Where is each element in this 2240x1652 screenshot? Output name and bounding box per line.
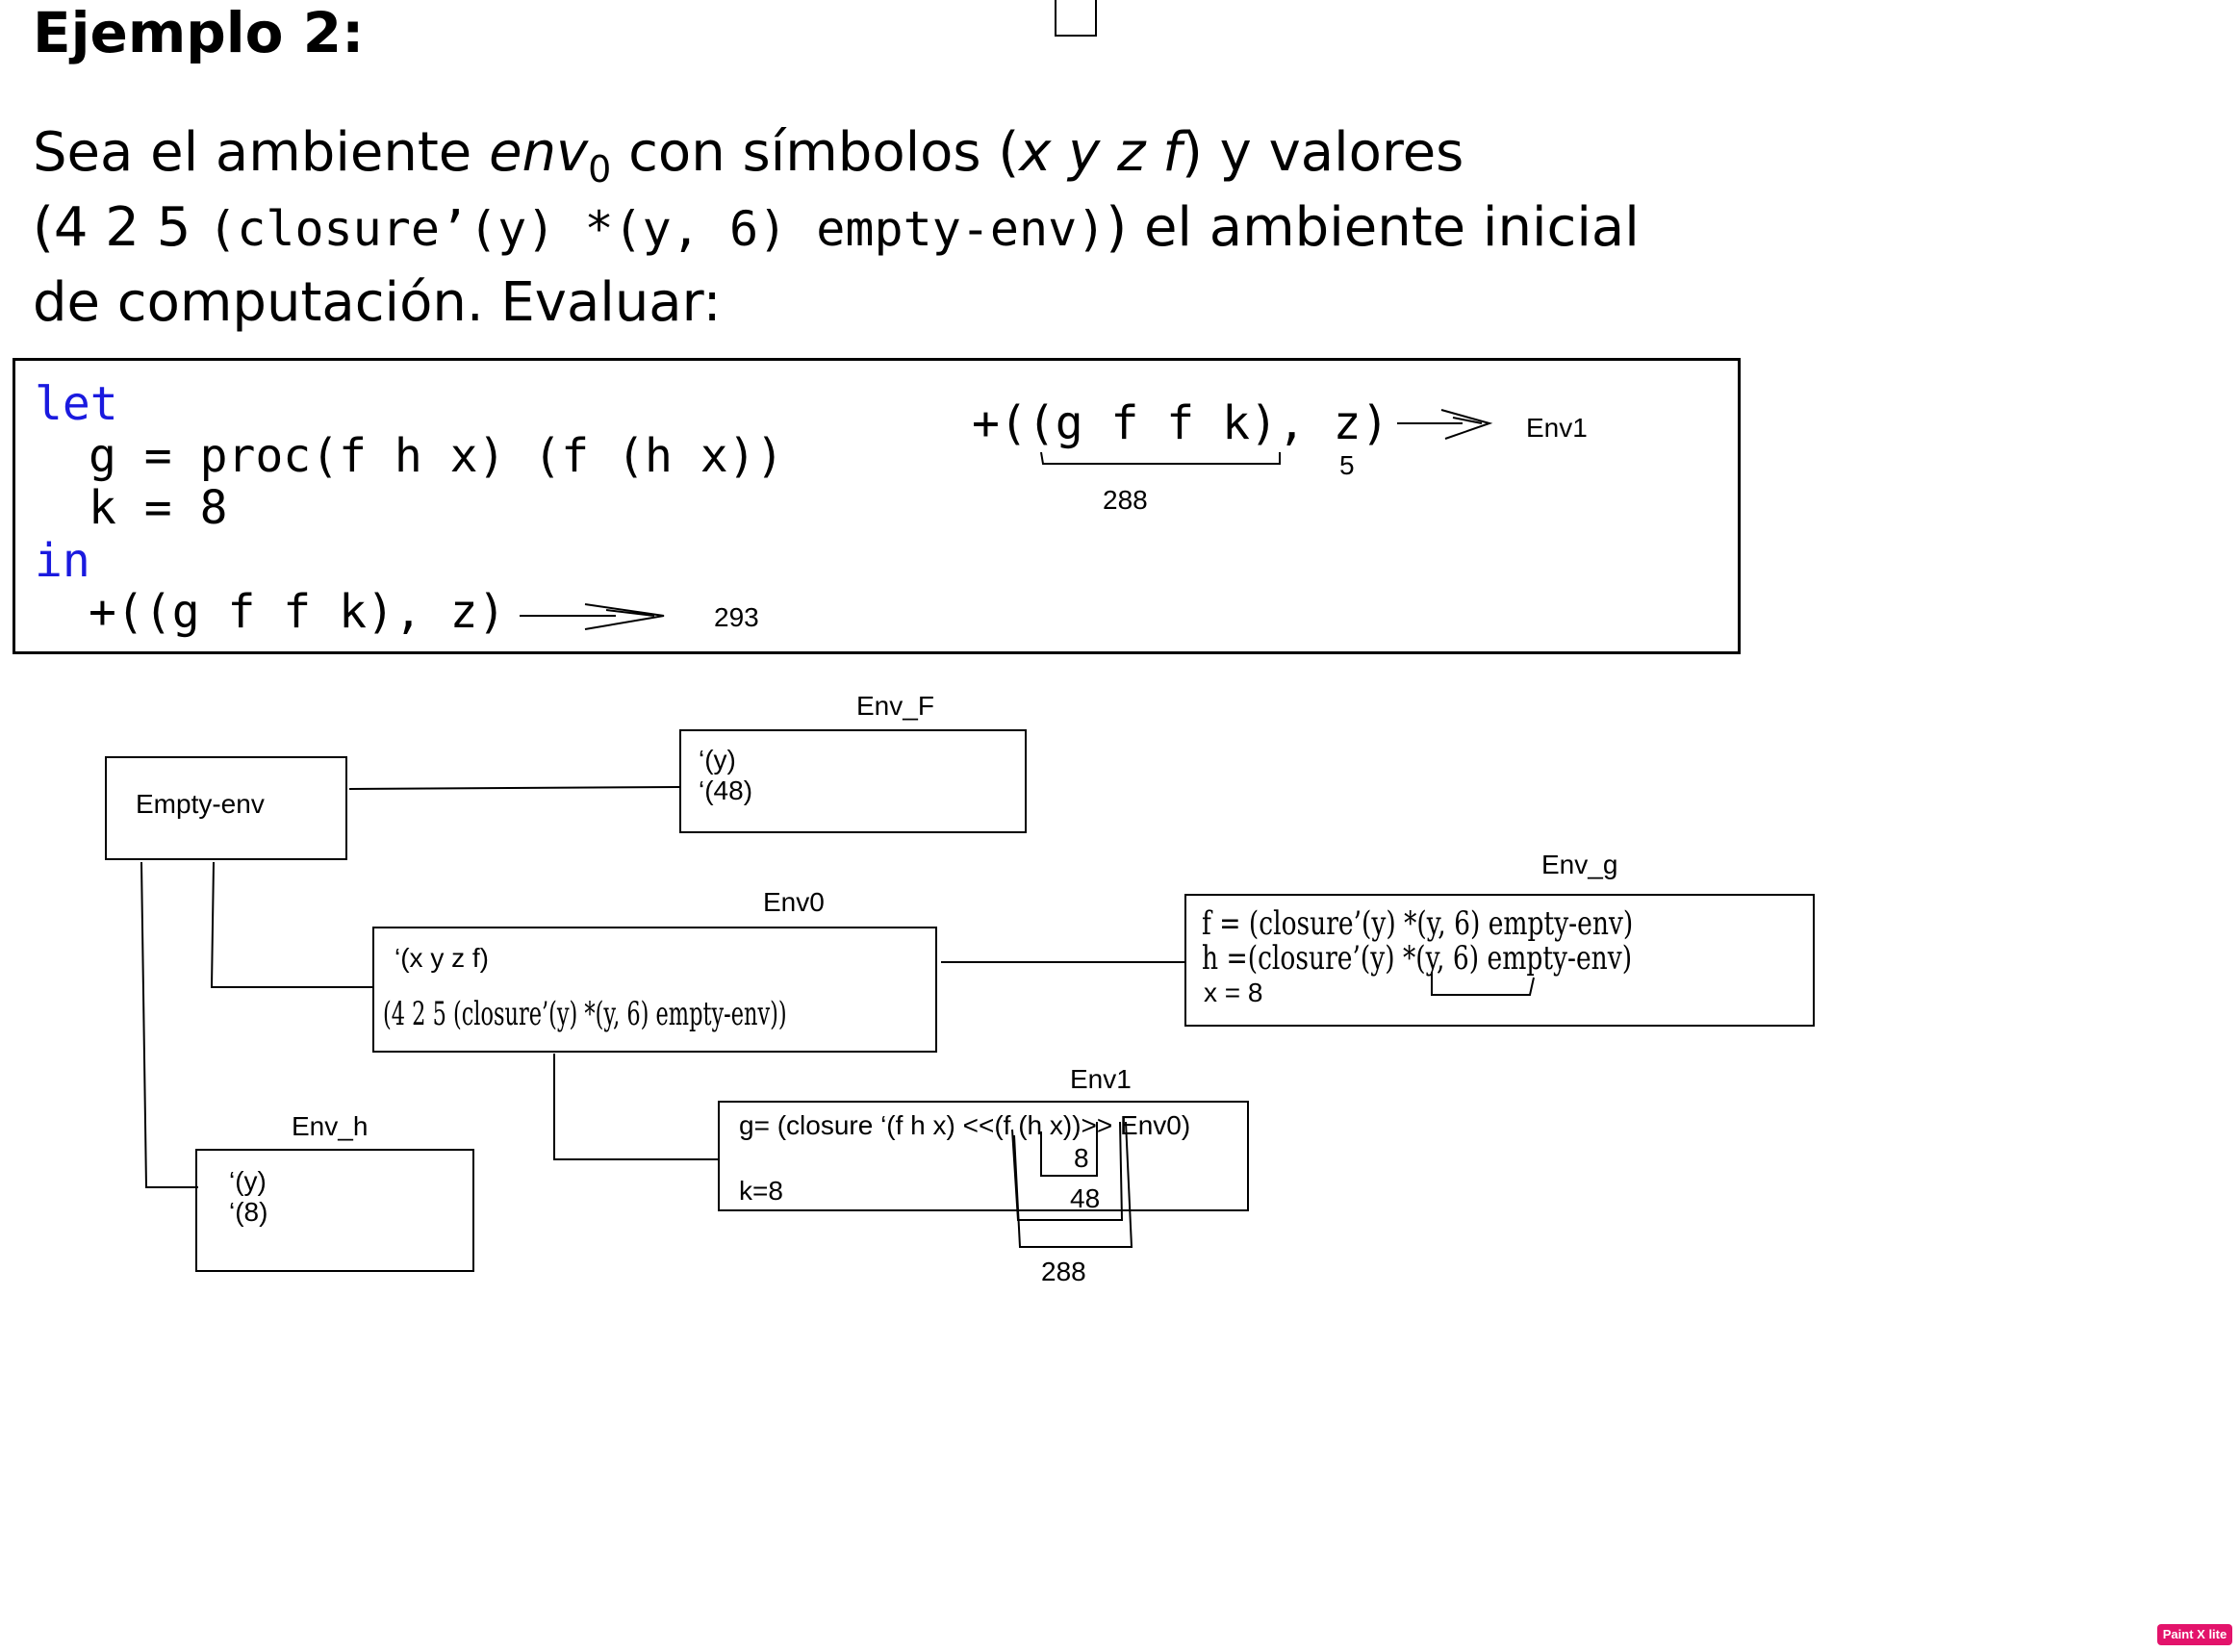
- code-box: [13, 358, 1741, 654]
- closure-code: (closure’(y) *(y, 6) empty-env): [208, 201, 1107, 257]
- env-f-values: ‘(48): [699, 775, 753, 805]
- page-title: Ejemplo 2:: [33, 0, 365, 65]
- annotation-underbrace: [1040, 451, 1281, 465]
- env1-value-8: 8: [1074, 1143, 1089, 1173]
- text: ) el ambiente inicial: [1106, 196, 1640, 259]
- env-subscript: 0: [588, 148, 612, 191]
- annotation-inner-value: 288: [1103, 485, 1148, 515]
- env-h-symbols: ‘(y): [229, 1166, 267, 1196]
- code-line-k: k = 8: [89, 481, 228, 535]
- env0-label: Env0: [763, 887, 825, 917]
- text: Sea el ambiente: [33, 121, 490, 184]
- env-g-box: [1184, 894, 1815, 1027]
- env-g-line-x: x = 8: [1204, 978, 1263, 1008]
- let-keyword: let: [35, 377, 118, 431]
- text: (4 2 5: [33, 196, 209, 259]
- env-g-line-h: h =(closure’(y) *(y, 6) empty-env): [1202, 939, 1633, 978]
- text: ) y valores: [1182, 121, 1464, 184]
- env1-label: Env1: [1070, 1064, 1132, 1094]
- env1-box: [718, 1101, 1249, 1211]
- text: x =: [1204, 978, 1248, 1007]
- env-symbol: env: [489, 121, 589, 184]
- link-empty-env-f: [348, 786, 680, 790]
- env1-arrow: [1397, 409, 1493, 440]
- annotation-env-label: Env1: [1526, 413, 1588, 443]
- paint-x-lite-logo: Paint X lite: [2157, 1624, 2232, 1645]
- env-g-line-f: f = (closure’(y) *(y, 6) empty-env): [1202, 904, 1634, 943]
- env-h-label: Env_h: [292, 1111, 369, 1141]
- annotation-z-value: 5: [1339, 450, 1355, 480]
- annotation-expression: +((g f f k), z): [972, 396, 1389, 450]
- empty-env-box: [105, 756, 347, 860]
- env0-values: (4 2 5 (closure’(y) *(y, 6) empty-env)): [383, 995, 787, 1033]
- code-line-body: +((g f f k), z): [89, 585, 506, 639]
- env1-value-48: 48: [1070, 1183, 1101, 1213]
- link-empty-env-h: [140, 861, 198, 1188]
- symbols: x y z f: [1019, 121, 1183, 184]
- env-f-box: [679, 729, 1027, 833]
- paragraph-line-1: Sea el ambiente env0 con símbolos (x y z…: [33, 121, 1464, 191]
- env0-symbols: ‘(x y z f): [395, 943, 489, 973]
- empty-env-label: Empty-env: [136, 789, 265, 819]
- result-value: 293: [714, 602, 759, 632]
- in-keyword: in: [35, 534, 90, 588]
- env0-box: [372, 927, 937, 1053]
- env-f-symbols: ‘(y): [699, 745, 736, 775]
- env1-value-288: 288: [1041, 1257, 1086, 1286]
- env-h-box: [195, 1149, 474, 1272]
- code-line-g: g = proc(f h x) (f (h x)): [89, 429, 784, 483]
- env1-bracket-8: [1040, 1122, 1098, 1177]
- env-f-label: Env_F: [856, 691, 934, 721]
- env1-line-g: g= (closure ‘(f h x) <<(f (h x))>> Env0): [739, 1110, 1191, 1140]
- link-empty-env0: [210, 861, 372, 988]
- env-g-label: Env_g: [1541, 850, 1618, 879]
- paragraph-line-2: (4 2 5 (closure’(y) *(y, 6) empty-env)) …: [33, 196, 1640, 259]
- env-h-values: ‘(8): [229, 1197, 268, 1227]
- checkbox-square: [1055, 0, 1097, 37]
- paragraph-line-3: de computación. Evaluar:: [33, 271, 722, 334]
- env1-bracket-288: [1013, 1121, 1133, 1248]
- env-g-underbrace: [1431, 972, 1535, 996]
- env1-bracket-48: [1011, 1121, 1124, 1221]
- link-env0-env1: [553, 1054, 718, 1160]
- result-arrow: [520, 603, 665, 630]
- x-value: 8: [1247, 978, 1263, 1007]
- text: con símbolos (: [611, 121, 1020, 184]
- env1-line-k: k=8: [739, 1176, 783, 1206]
